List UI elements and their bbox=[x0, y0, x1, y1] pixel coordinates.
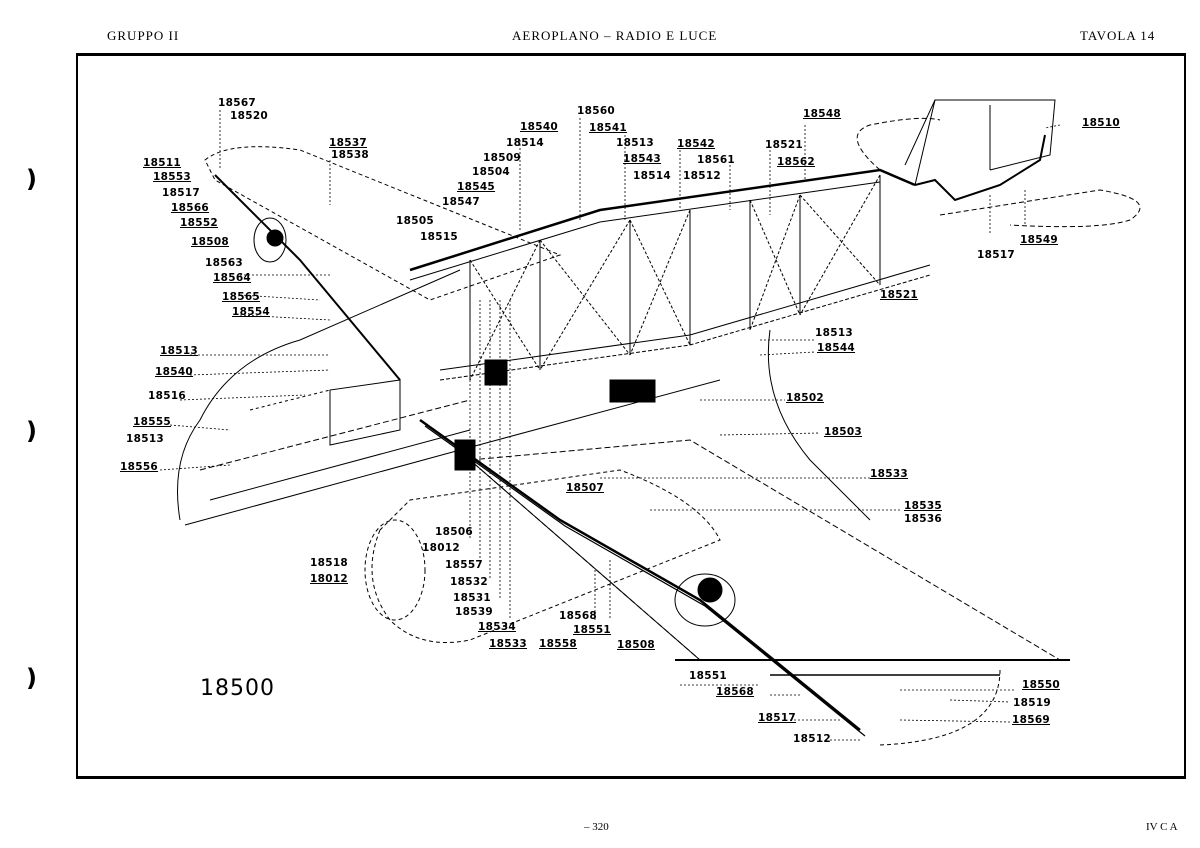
part-label: 18566 bbox=[171, 202, 210, 214]
drop-tank bbox=[371, 469, 721, 643]
part-label: 18505 bbox=[396, 215, 435, 227]
part-label: 18567 bbox=[218, 97, 257, 109]
part-label: 18503 bbox=[824, 426, 863, 438]
part-label: 18553 bbox=[153, 171, 192, 183]
part-label: 18518 bbox=[310, 557, 349, 569]
part-label: 18521 bbox=[880, 289, 919, 301]
part-label: 18508 bbox=[617, 639, 656, 651]
part-label: 18568 bbox=[559, 610, 598, 622]
part-label: 18516 bbox=[148, 390, 187, 402]
part-label: 18519 bbox=[1013, 697, 1052, 709]
binding-punch-mark: ) bbox=[26, 664, 37, 692]
part-label: 18565 bbox=[222, 291, 261, 303]
part-label: 18517 bbox=[977, 249, 1016, 261]
binding-punch-mark: ) bbox=[26, 165, 37, 193]
part-label: 18513 bbox=[815, 327, 854, 339]
part-label: 18550 bbox=[1022, 679, 1061, 691]
part-label: 18509 bbox=[483, 152, 522, 164]
lower-wing-outline bbox=[468, 439, 1062, 661]
part-label: 18556 bbox=[120, 461, 159, 473]
part-label: 18533 bbox=[489, 638, 528, 650]
part-label: 18513 bbox=[160, 345, 199, 357]
part-label: 18545 bbox=[457, 181, 496, 193]
part-label: 18563 bbox=[205, 257, 244, 269]
radio-receiver bbox=[484, 359, 508, 386]
part-label: 18514 bbox=[506, 137, 545, 149]
part-label: 18531 bbox=[453, 592, 492, 604]
part-label: 18569 bbox=[1012, 714, 1051, 726]
part-label: 18512 bbox=[793, 733, 832, 745]
part-label: 18521 bbox=[765, 139, 804, 151]
part-label: 18558 bbox=[539, 638, 578, 650]
header-group: GRUPPO II bbox=[107, 28, 180, 43]
battery-box bbox=[609, 379, 656, 403]
part-label: 18508 bbox=[191, 236, 230, 248]
wing-lamp-generator-right bbox=[674, 573, 736, 627]
part-label: 18562 bbox=[777, 156, 816, 168]
part-label: 18520 bbox=[230, 110, 269, 122]
part-label: 18537 bbox=[329, 137, 368, 149]
page-number: – 320 bbox=[584, 821, 609, 833]
part-label: 18504 bbox=[472, 166, 511, 178]
part-label: 18539 bbox=[455, 606, 494, 618]
part-label: 18551 bbox=[689, 670, 728, 682]
part-label: 18548 bbox=[803, 108, 842, 120]
part-label: 18517 bbox=[758, 712, 797, 724]
part-label: 18012 bbox=[422, 542, 461, 554]
part-label: 18012 bbox=[310, 573, 349, 585]
part-label: 18510 bbox=[1082, 117, 1121, 129]
part-label: 18557 bbox=[445, 559, 484, 571]
header-plate-number: TAVOLA 14 bbox=[1080, 28, 1156, 43]
part-label: 18515 bbox=[420, 231, 459, 243]
part-label: 18543 bbox=[623, 153, 662, 165]
fuselage-nose bbox=[177, 269, 461, 521]
vertical-fin bbox=[914, 99, 1056, 186]
radio-unit bbox=[454, 439, 476, 471]
part-label: 18542 bbox=[677, 138, 716, 150]
horizontal-stabilizer bbox=[856, 117, 941, 171]
part-label: 18533 bbox=[870, 468, 909, 480]
part-label: 18540 bbox=[155, 366, 194, 378]
header-title: AEROPLANO – RADIO E LUCE bbox=[512, 28, 718, 43]
part-label: 18541 bbox=[589, 122, 628, 134]
part-label: 18517 bbox=[162, 187, 201, 199]
part-label: 18507 bbox=[566, 482, 605, 494]
part-label: 18544 bbox=[817, 342, 856, 354]
assembly-number: 18500 bbox=[200, 676, 275, 701]
wing-cable-run bbox=[419, 418, 861, 731]
part-label: 18511 bbox=[143, 157, 182, 169]
part-label: 18549 bbox=[1020, 234, 1059, 246]
part-label: 18555 bbox=[133, 416, 172, 428]
part-label: 18554 bbox=[232, 306, 271, 318]
upper-wing-cable bbox=[214, 174, 401, 381]
part-label: 18513 bbox=[616, 137, 655, 149]
part-label: 18560 bbox=[577, 105, 616, 117]
drawing-frame bbox=[76, 53, 1186, 779]
wing-lamp-generator-left bbox=[253, 217, 287, 263]
part-label: 18535 bbox=[904, 500, 943, 512]
part-label: 18513 bbox=[126, 433, 165, 445]
part-label: 18552 bbox=[180, 217, 219, 229]
part-label: 18534 bbox=[478, 621, 517, 633]
top-longeron bbox=[409, 168, 916, 272]
part-label: 18561 bbox=[697, 154, 736, 166]
part-label: 18512 bbox=[683, 170, 722, 182]
part-label: 18514 bbox=[633, 170, 672, 182]
part-label: 18564 bbox=[213, 272, 252, 284]
binding-punch-mark: ) bbox=[26, 417, 37, 445]
part-label: 18536 bbox=[904, 513, 943, 525]
part-label: 18532 bbox=[450, 576, 489, 588]
part-label: 18506 bbox=[435, 526, 474, 538]
footer-code: IV C A bbox=[1146, 821, 1178, 833]
part-label: 18547 bbox=[442, 196, 481, 208]
part-label: 18502 bbox=[786, 392, 825, 404]
part-label: 18540 bbox=[520, 121, 559, 133]
tail-cable bbox=[914, 134, 1046, 202]
part-label: 18568 bbox=[716, 686, 755, 698]
part-label: 18538 bbox=[331, 149, 370, 161]
upper-wing-outline bbox=[204, 146, 562, 301]
bottom-longeron bbox=[439, 264, 931, 371]
part-label: 18551 bbox=[573, 624, 612, 636]
